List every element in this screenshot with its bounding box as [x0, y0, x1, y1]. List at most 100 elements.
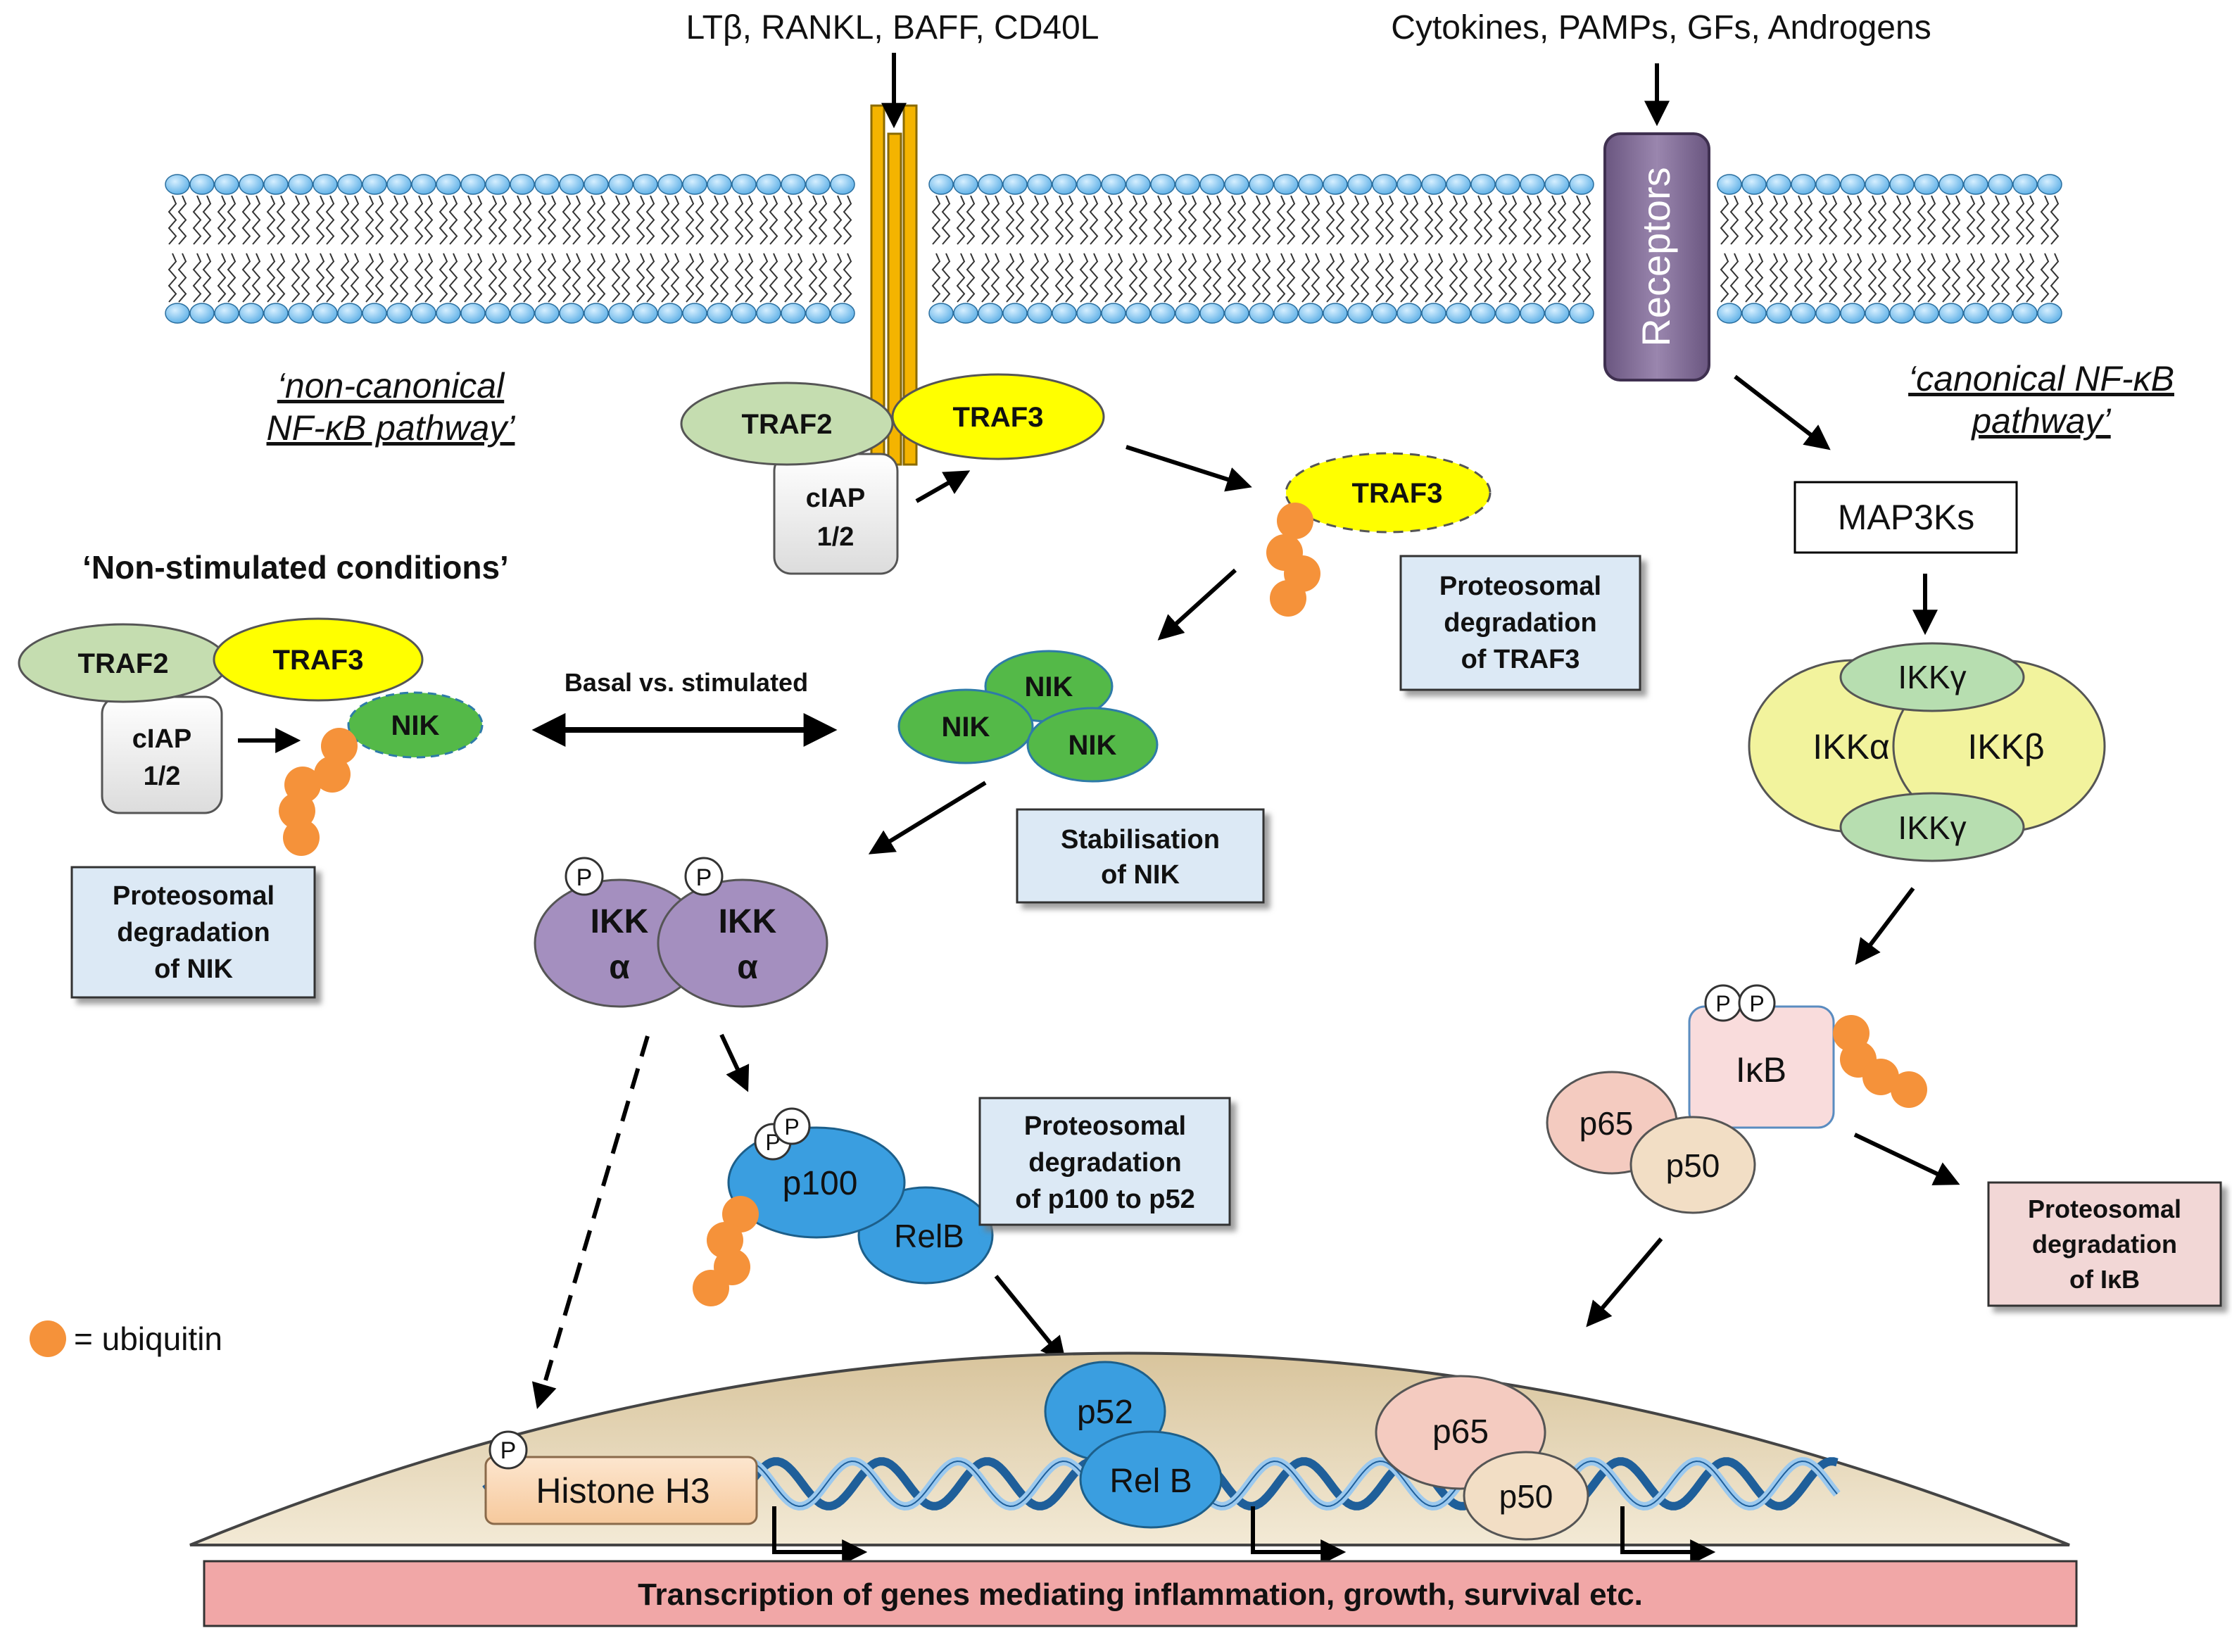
- lipid-tail: [744, 195, 754, 245]
- lipid-tail: [966, 253, 976, 303]
- lipid-tail: [1769, 253, 1779, 303]
- ikk-alpha-label-2a: IKK: [719, 903, 777, 940]
- lipid-tail: [424, 195, 434, 245]
- lipid-head: [1101, 174, 1126, 195]
- traf3-release-arrow: [1126, 445, 1252, 492]
- lipid-tail: [1744, 253, 1754, 303]
- nonstim-traf3-label: TRAF3: [273, 645, 364, 676]
- nik-deg-line2: degradation: [117, 918, 270, 947]
- lipid-head: [1150, 174, 1175, 195]
- noncanonical-pathway-label-2: NF-κB pathway’: [267, 408, 516, 448]
- lipid-tail: [276, 195, 286, 245]
- lipid-tail: [168, 195, 177, 245]
- lipid-tail: [1227, 195, 1237, 245]
- lipid-head: [608, 174, 633, 195]
- lipid-tail: [710, 195, 719, 245]
- lipid-tail: [389, 253, 399, 303]
- lipid-head: [731, 303, 757, 324]
- lipid-tail: [301, 195, 310, 245]
- lipid-tail: [990, 195, 1000, 245]
- lipid-head: [386, 303, 412, 324]
- lipid-tail: [1729, 253, 1739, 303]
- lipid-tail: [1917, 253, 1927, 303]
- nik-stab-line2: of NIK: [1101, 860, 1180, 890]
- lipid-tail: [1089, 195, 1099, 245]
- lipid-tail: [2000, 253, 2010, 303]
- lipid-tail: [241, 195, 251, 245]
- lipid-head: [1052, 174, 1077, 195]
- stabilised-nik-cluster: NIK NIK NIK: [897, 650, 1159, 783]
- histone-h3: Histone H3 P: [484, 1430, 758, 1525]
- lipid-tail: [1793, 253, 1803, 303]
- lipid-tail: [1951, 253, 1961, 303]
- lipid-tail: [572, 253, 581, 303]
- lipid-tail: [340, 195, 350, 245]
- nik-degradation-box: Proteosomal degradation of NIK: [70, 866, 316, 999]
- lipid-tail: [315, 195, 325, 245]
- lipid-head: [1126, 174, 1151, 195]
- ikka-to-histone-dashed-arrow: [531, 1035, 650, 1409]
- lipid-tail: [1128, 195, 1138, 245]
- lipid-tail: [325, 253, 335, 303]
- lipid-tail: [1892, 195, 1902, 245]
- lipid-tail: [1473, 253, 1483, 303]
- lipid-head: [1101, 303, 1126, 324]
- lipid-head: [1446, 303, 1471, 324]
- lipid-tail: [1005, 195, 1015, 245]
- lipid-head: [1421, 174, 1446, 195]
- lipid-tail: [1557, 253, 1567, 303]
- lipid-tail: [2025, 195, 2035, 245]
- lipid-tail: [473, 253, 483, 303]
- lipid-tail: [660, 253, 670, 303]
- lipid-tail: [439, 195, 448, 245]
- lipid-tail: [941, 253, 951, 303]
- lipid-tail: [374, 253, 384, 303]
- transcription-bar: Transcription of genes mediating inflamm…: [203, 1560, 2078, 1627]
- lipid-tail: [217, 195, 227, 245]
- lipid-tail: [670, 253, 680, 303]
- lipid-head: [1791, 174, 1816, 195]
- relb-label: RelB: [894, 1218, 964, 1254]
- lipid-tail: [340, 253, 350, 303]
- lipid-tail: [660, 195, 670, 245]
- lipid-tail: [1276, 253, 1286, 303]
- lipid-tail: [1941, 253, 1951, 303]
- lipid-tail: [2015, 195, 2025, 245]
- lipid-tail: [325, 195, 335, 245]
- map3ks-box: MAP3Ks: [1793, 481, 2018, 554]
- lipid-tail: [734, 253, 744, 303]
- canonical-pathway-label-1: ‘canonical NF-κB: [1908, 359, 2174, 398]
- lipid-tail: [463, 253, 473, 303]
- lipid-tail: [1350, 253, 1360, 303]
- ciap-label: cIAP: [806, 484, 865, 513]
- lipid-tail: [1040, 253, 1049, 303]
- lipid-head: [460, 174, 486, 195]
- nik-label-2: NIK: [942, 712, 990, 743]
- p100-label: p100: [783, 1165, 858, 1202]
- lipid-tail: [621, 195, 631, 245]
- lipid-tail: [621, 253, 631, 303]
- lipid-tail: [769, 195, 778, 245]
- lipid-tail: [1237, 195, 1247, 245]
- lipid-tail: [759, 253, 769, 303]
- lipid-head: [1298, 303, 1323, 324]
- lipid-tail: [1818, 253, 1828, 303]
- ikb-deg-line2: degradation: [2032, 1230, 2177, 1259]
- lipid-head: [1002, 303, 1028, 324]
- lipid-head: [2037, 303, 2062, 324]
- lipid-head: [1717, 303, 1742, 324]
- lipid-tail: [636, 253, 645, 303]
- lipid-head: [1865, 174, 1890, 195]
- lipid-head: [1914, 303, 1939, 324]
- lipid-tail: [1557, 195, 1567, 245]
- lipid-tail: [1385, 253, 1394, 303]
- lipid-head: [1175, 303, 1200, 324]
- lipid-tail: [1951, 195, 1961, 245]
- ubiquitin-icon: [693, 1270, 729, 1306]
- lipid-tail: [1769, 195, 1779, 245]
- lipid-head: [1791, 303, 1816, 324]
- lipid-tail: [596, 195, 606, 245]
- lipid-tail: [266, 195, 276, 245]
- lipid-tail: [1803, 195, 1813, 245]
- lipid-tail: [1522, 253, 1532, 303]
